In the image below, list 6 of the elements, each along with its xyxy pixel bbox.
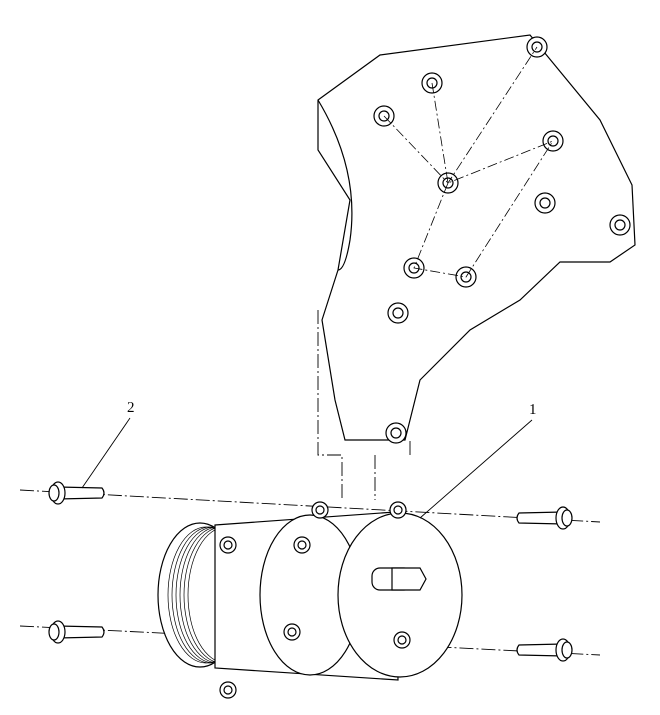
bolt-drawing (48, 481, 105, 505)
compressor-drawing (157, 501, 463, 699)
leader-line (420, 420, 532, 518)
callout-number: 2 (127, 400, 134, 416)
callout-number: 1 (529, 402, 536, 418)
leader-line (82, 418, 130, 488)
